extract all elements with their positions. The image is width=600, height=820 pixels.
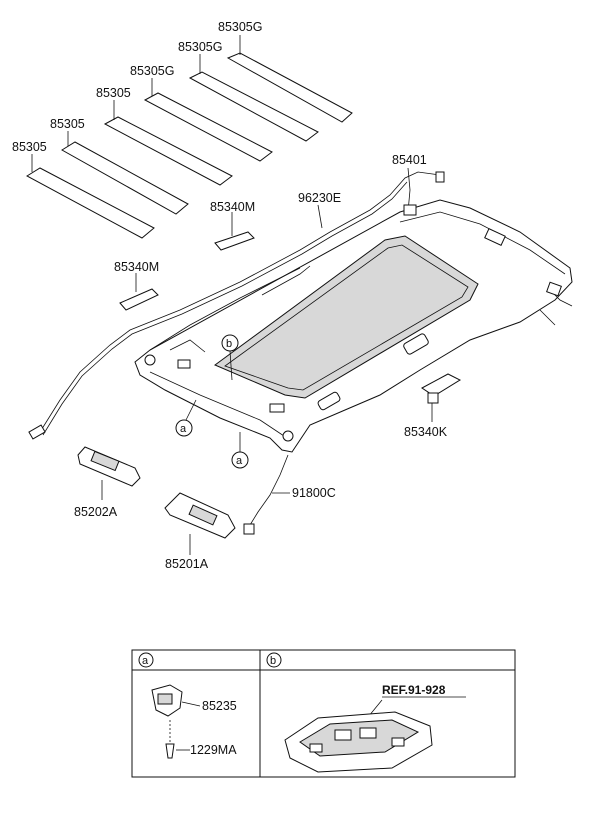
roof-pads bbox=[25, 52, 353, 239]
pad-strip bbox=[188, 71, 319, 142]
label-screw: 1229MA bbox=[190, 743, 237, 757]
pad-strip bbox=[25, 167, 155, 239]
label-grip-left: 85340M bbox=[114, 260, 159, 274]
visor-left bbox=[77, 446, 141, 500]
label-harness: 91800C bbox=[292, 486, 336, 500]
grip-mid bbox=[214, 212, 255, 251]
overhead-console bbox=[284, 711, 433, 773]
label-wiring: 96230E bbox=[298, 191, 341, 205]
pad-strip bbox=[61, 141, 189, 215]
label-pad3: 85305G bbox=[130, 64, 174, 78]
detail-table: a b 85235 1229MA REF.91-928 bbox=[131, 649, 516, 778]
sensor-85401 bbox=[403, 167, 417, 216]
label-pad6: 85305 bbox=[12, 140, 47, 154]
label-grip-mid: 85340M bbox=[210, 200, 255, 214]
pad-leaders bbox=[31, 35, 241, 172]
sunroof-inner bbox=[224, 244, 469, 391]
grip-left bbox=[119, 273, 159, 311]
callout-a-right: a bbox=[231, 432, 249, 469]
svg-text:a: a bbox=[236, 455, 243, 467]
label-sensor: 85401 bbox=[392, 153, 427, 167]
table-header-b: b bbox=[270, 655, 276, 667]
callout-a-left: a bbox=[175, 399, 197, 437]
label-ref: REF.91-928 bbox=[382, 683, 446, 697]
label-grip-right: 85340K bbox=[404, 425, 448, 439]
holder-85235 bbox=[151, 684, 201, 717]
label-pad4: 85305 bbox=[96, 86, 131, 100]
grip-right bbox=[421, 373, 462, 422]
label-pad2: 85305G bbox=[178, 40, 222, 54]
label-visor-right: 85201A bbox=[165, 557, 209, 571]
table-header-a: a bbox=[142, 655, 149, 667]
screw-1229ma bbox=[165, 720, 190, 759]
label-pad5: 85305 bbox=[50, 117, 85, 131]
label-visor-left: 85202A bbox=[74, 505, 118, 519]
label-holder: 85235 bbox=[202, 699, 237, 713]
pad-strip bbox=[143, 92, 273, 162]
sunroof-opening bbox=[213, 235, 479, 399]
roof-wiring bbox=[28, 171, 445, 440]
headliner bbox=[134, 199, 573, 453]
svg-text:b: b bbox=[226, 338, 232, 350]
label-pad1: 85305G bbox=[218, 20, 262, 34]
visor-right bbox=[164, 492, 236, 555]
rear-harness bbox=[539, 281, 573, 326]
svg-text:a: a bbox=[180, 423, 187, 435]
callout-b: b bbox=[221, 334, 239, 381]
pad-strip bbox=[226, 52, 353, 123]
harness-91800c bbox=[243, 454, 290, 535]
